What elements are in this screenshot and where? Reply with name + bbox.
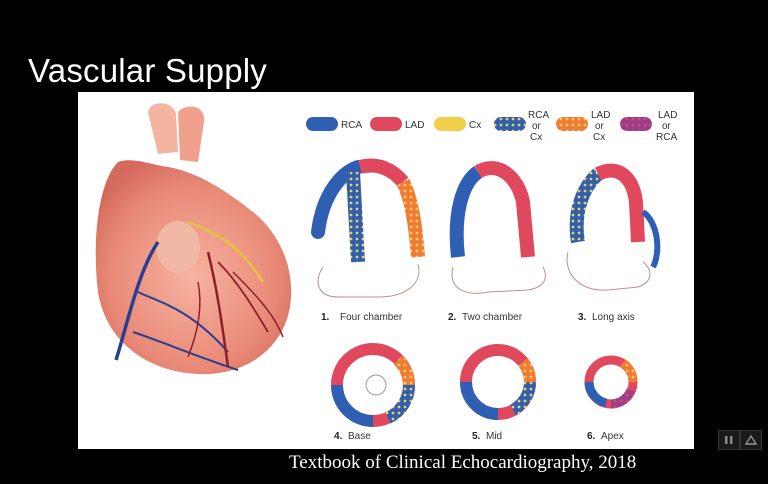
view-num-4: 4. — [334, 431, 343, 442]
view-num-2: 2. — [448, 312, 457, 323]
legend-swatch-lad-or-rca — [620, 117, 652, 131]
view-name-two-chamber: Two chamber — [462, 312, 523, 323]
view-four-chamber: 1. Four chamber — [311, 158, 425, 323]
view-num-3: 3. — [578, 312, 587, 323]
heart-illustration — [95, 103, 292, 375]
legend-swatch-lad — [370, 117, 402, 131]
view-num-1: 1. — [321, 312, 330, 323]
legend-label-rca: RCA — [341, 120, 362, 131]
legend-swatch-cx — [434, 117, 466, 131]
view-name-mid: Mid — [486, 431, 502, 442]
view-base: 4. Base — [331, 343, 416, 442]
view-num-5: 5. — [472, 431, 481, 442]
pause-icon[interactable] — [718, 430, 740, 450]
slide-title: Vascular Supply — [28, 52, 268, 89]
view-apex: 6. Apex — [584, 355, 638, 442]
view-name-apex: Apex — [601, 431, 624, 442]
view-mid: 5. Mid — [460, 344, 537, 442]
legend-label-lad: LAD — [405, 120, 424, 131]
legend-swatch-rca-or-cx — [494, 117, 526, 131]
slide-caption: Textbook of Clinical Echocardiography, 2… — [289, 452, 637, 473]
view-long-axis: 3. Long axis — [566, 163, 661, 323]
view-name-base: Base — [348, 431, 371, 442]
legend-swatch-rca — [306, 117, 338, 131]
view-name-four-chamber: Four chamber — [340, 312, 403, 323]
view-name-long-axis: Long axis — [592, 312, 635, 323]
legend-swatch-lad-or-cx — [556, 117, 588, 131]
view-two-chamber: 2. Two chamber — [448, 161, 546, 323]
legend-label-cx: Cx — [469, 120, 481, 131]
fullscreen-icon[interactable] — [740, 430, 762, 450]
view-num-6: 6. — [587, 431, 596, 442]
